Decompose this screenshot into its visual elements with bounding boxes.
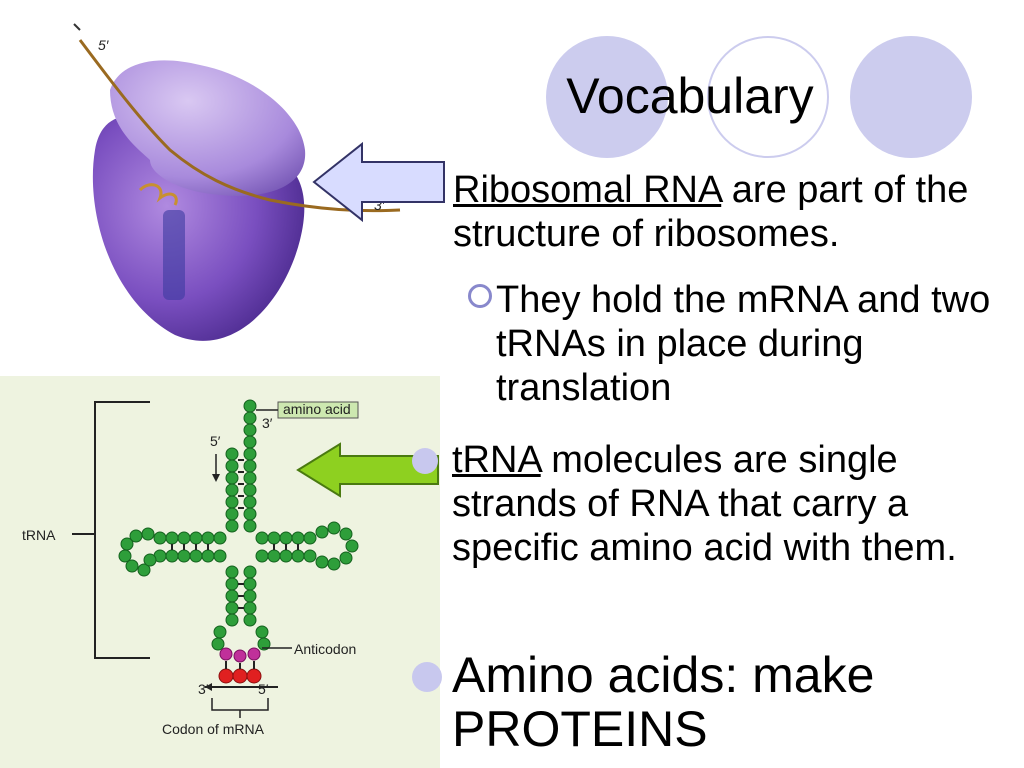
filled-bullet-icon <box>412 662 442 692</box>
sub-bullet-text: They hold the mRNA and two tRNAs in plac… <box>496 279 991 409</box>
bullet-amino-acids-text: Amino acids: make PROTEINS <box>452 647 875 757</box>
amino-acid-label: amino acid <box>283 401 351 417</box>
ribosome-5prime-label: 5′ <box>98 37 110 53</box>
trna-3prime-bottom-label: 3′ <box>198 681 209 697</box>
codon-label: Codon of mRNA <box>162 721 265 737</box>
arrow-left-green-icon <box>296 442 439 498</box>
ribosome-3prime-label: 3′ <box>374 197 386 213</box>
anticodon-label: Anticodon <box>294 641 356 657</box>
hollow-bullet-icon <box>468 284 492 308</box>
bullet-ribosomal-rna-text: are part of the structure of ribosomes. <box>453 169 969 255</box>
arrow-left-blue-icon <box>312 141 445 223</box>
trna-diagram: tRNA <box>0 376 440 768</box>
decorative-circle-right <box>850 36 972 158</box>
decorative-circle-middle <box>707 36 829 158</box>
slide-title: Vocabulary <box>566 68 814 124</box>
ribosome-illustration: 5′ 3′ <box>73 23 401 341</box>
trna-5prime-top-label: 5′ <box>210 433 221 449</box>
decorative-circle-left <box>546 36 668 158</box>
term-trna: tRNA <box>452 439 541 481</box>
filled-bullet-icon <box>412 448 438 474</box>
trna-5prime-bottom-label: 5′ <box>258 681 269 697</box>
trna-bracket-label: tRNA <box>22 527 56 543</box>
bullet-ribosomal-rna: Ribosomal RNA are part of the structure … <box>453 168 1013 256</box>
bullet-trna-text: molecules are single strands of RNA that… <box>452 439 957 569</box>
trna-3prime-top-label: 3′ <box>262 415 273 431</box>
term-ribosomal-rna: Ribosomal RNA <box>453 169 722 211</box>
